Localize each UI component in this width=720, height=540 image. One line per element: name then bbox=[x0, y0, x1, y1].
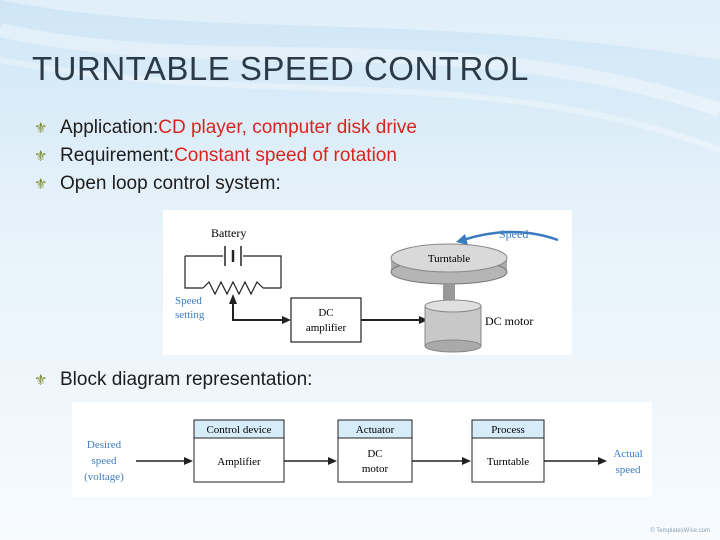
wiper-wire bbox=[232, 304, 288, 321]
slide-title: TURNTABLE SPEED CONTROL bbox=[32, 50, 529, 87]
speed-setting-label: Speed bbox=[175, 295, 202, 307]
block-body: DC bbox=[367, 448, 382, 460]
bullet-icon: ⚜ bbox=[34, 120, 48, 137]
bullet-value: Constant speed of rotation bbox=[174, 145, 397, 166]
dc-motor-label: DC motor bbox=[485, 314, 533, 328]
bullet-label: Application: bbox=[60, 117, 159, 138]
block-diagram-figure: Desired speed (voltage) Control device A… bbox=[72, 402, 652, 497]
dc-amplifier-label: DC bbox=[318, 307, 333, 319]
turntable-shaft bbox=[443, 284, 455, 304]
block-diagram-svg: Desired speed (voltage) Control device A… bbox=[84, 419, 643, 483]
bullet-icon: ⚜ bbox=[34, 148, 48, 165]
block-body: Amplifier bbox=[217, 456, 261, 468]
bullet-open-loop: ⚜ Open loop control system: bbox=[34, 170, 417, 198]
turntable-label: Turntable bbox=[428, 253, 470, 265]
block-header: Process bbox=[491, 424, 525, 436]
input-label: speed bbox=[91, 455, 117, 467]
block-header: Control device bbox=[206, 424, 271, 436]
bullet-list: ⚜ Application: CD player, computer disk … bbox=[34, 114, 417, 198]
speed-label: Speed bbox=[499, 227, 528, 241]
open-loop-svg: Battery Speed setting DC amplifier Speed… bbox=[175, 226, 559, 353]
bullet-label: Block diagram representation: bbox=[60, 369, 313, 390]
input-label: Desired bbox=[87, 439, 122, 451]
dc-amplifier-box bbox=[290, 297, 362, 343]
input-label: (voltage) bbox=[84, 471, 124, 483]
bullet-label: Open loop control system: bbox=[60, 173, 281, 194]
block-body: motor bbox=[362, 463, 389, 475]
output-label: speed bbox=[615, 464, 641, 476]
speed-setting-label: setting bbox=[175, 309, 205, 321]
bullet-icon: ⚜ bbox=[34, 176, 48, 193]
rotation-arrow bbox=[462, 230, 559, 242]
footer-credit: © TemplatesWise.com bbox=[650, 528, 710, 534]
output-label: Actual bbox=[613, 448, 642, 460]
turntable-top bbox=[390, 243, 508, 273]
bullet-application: ⚜ Application: CD player, computer disk … bbox=[34, 114, 417, 142]
bullet-block-diagram: ⚜ Block diagram representation: bbox=[34, 366, 312, 394]
block-body: Turntable bbox=[487, 456, 529, 468]
bullet-label: Requirement: bbox=[60, 145, 175, 166]
potentiometer bbox=[202, 280, 264, 296]
battery-label: Battery bbox=[211, 226, 246, 240]
dc-motor-body bbox=[424, 299, 482, 313]
open-loop-figure: Battery Speed setting DC amplifier Speed… bbox=[163, 210, 572, 355]
wiper-arrow bbox=[229, 294, 237, 304]
block-header: Actuator bbox=[356, 424, 395, 436]
bullet-value: CD player, computer disk drive bbox=[158, 117, 417, 138]
bullet-requirement: ⚜ Requirement: Constant speed of rotatio… bbox=[34, 142, 417, 170]
dc-amplifier-label: amplifier bbox=[306, 322, 347, 334]
bullet-icon: ⚜ bbox=[34, 372, 48, 389]
